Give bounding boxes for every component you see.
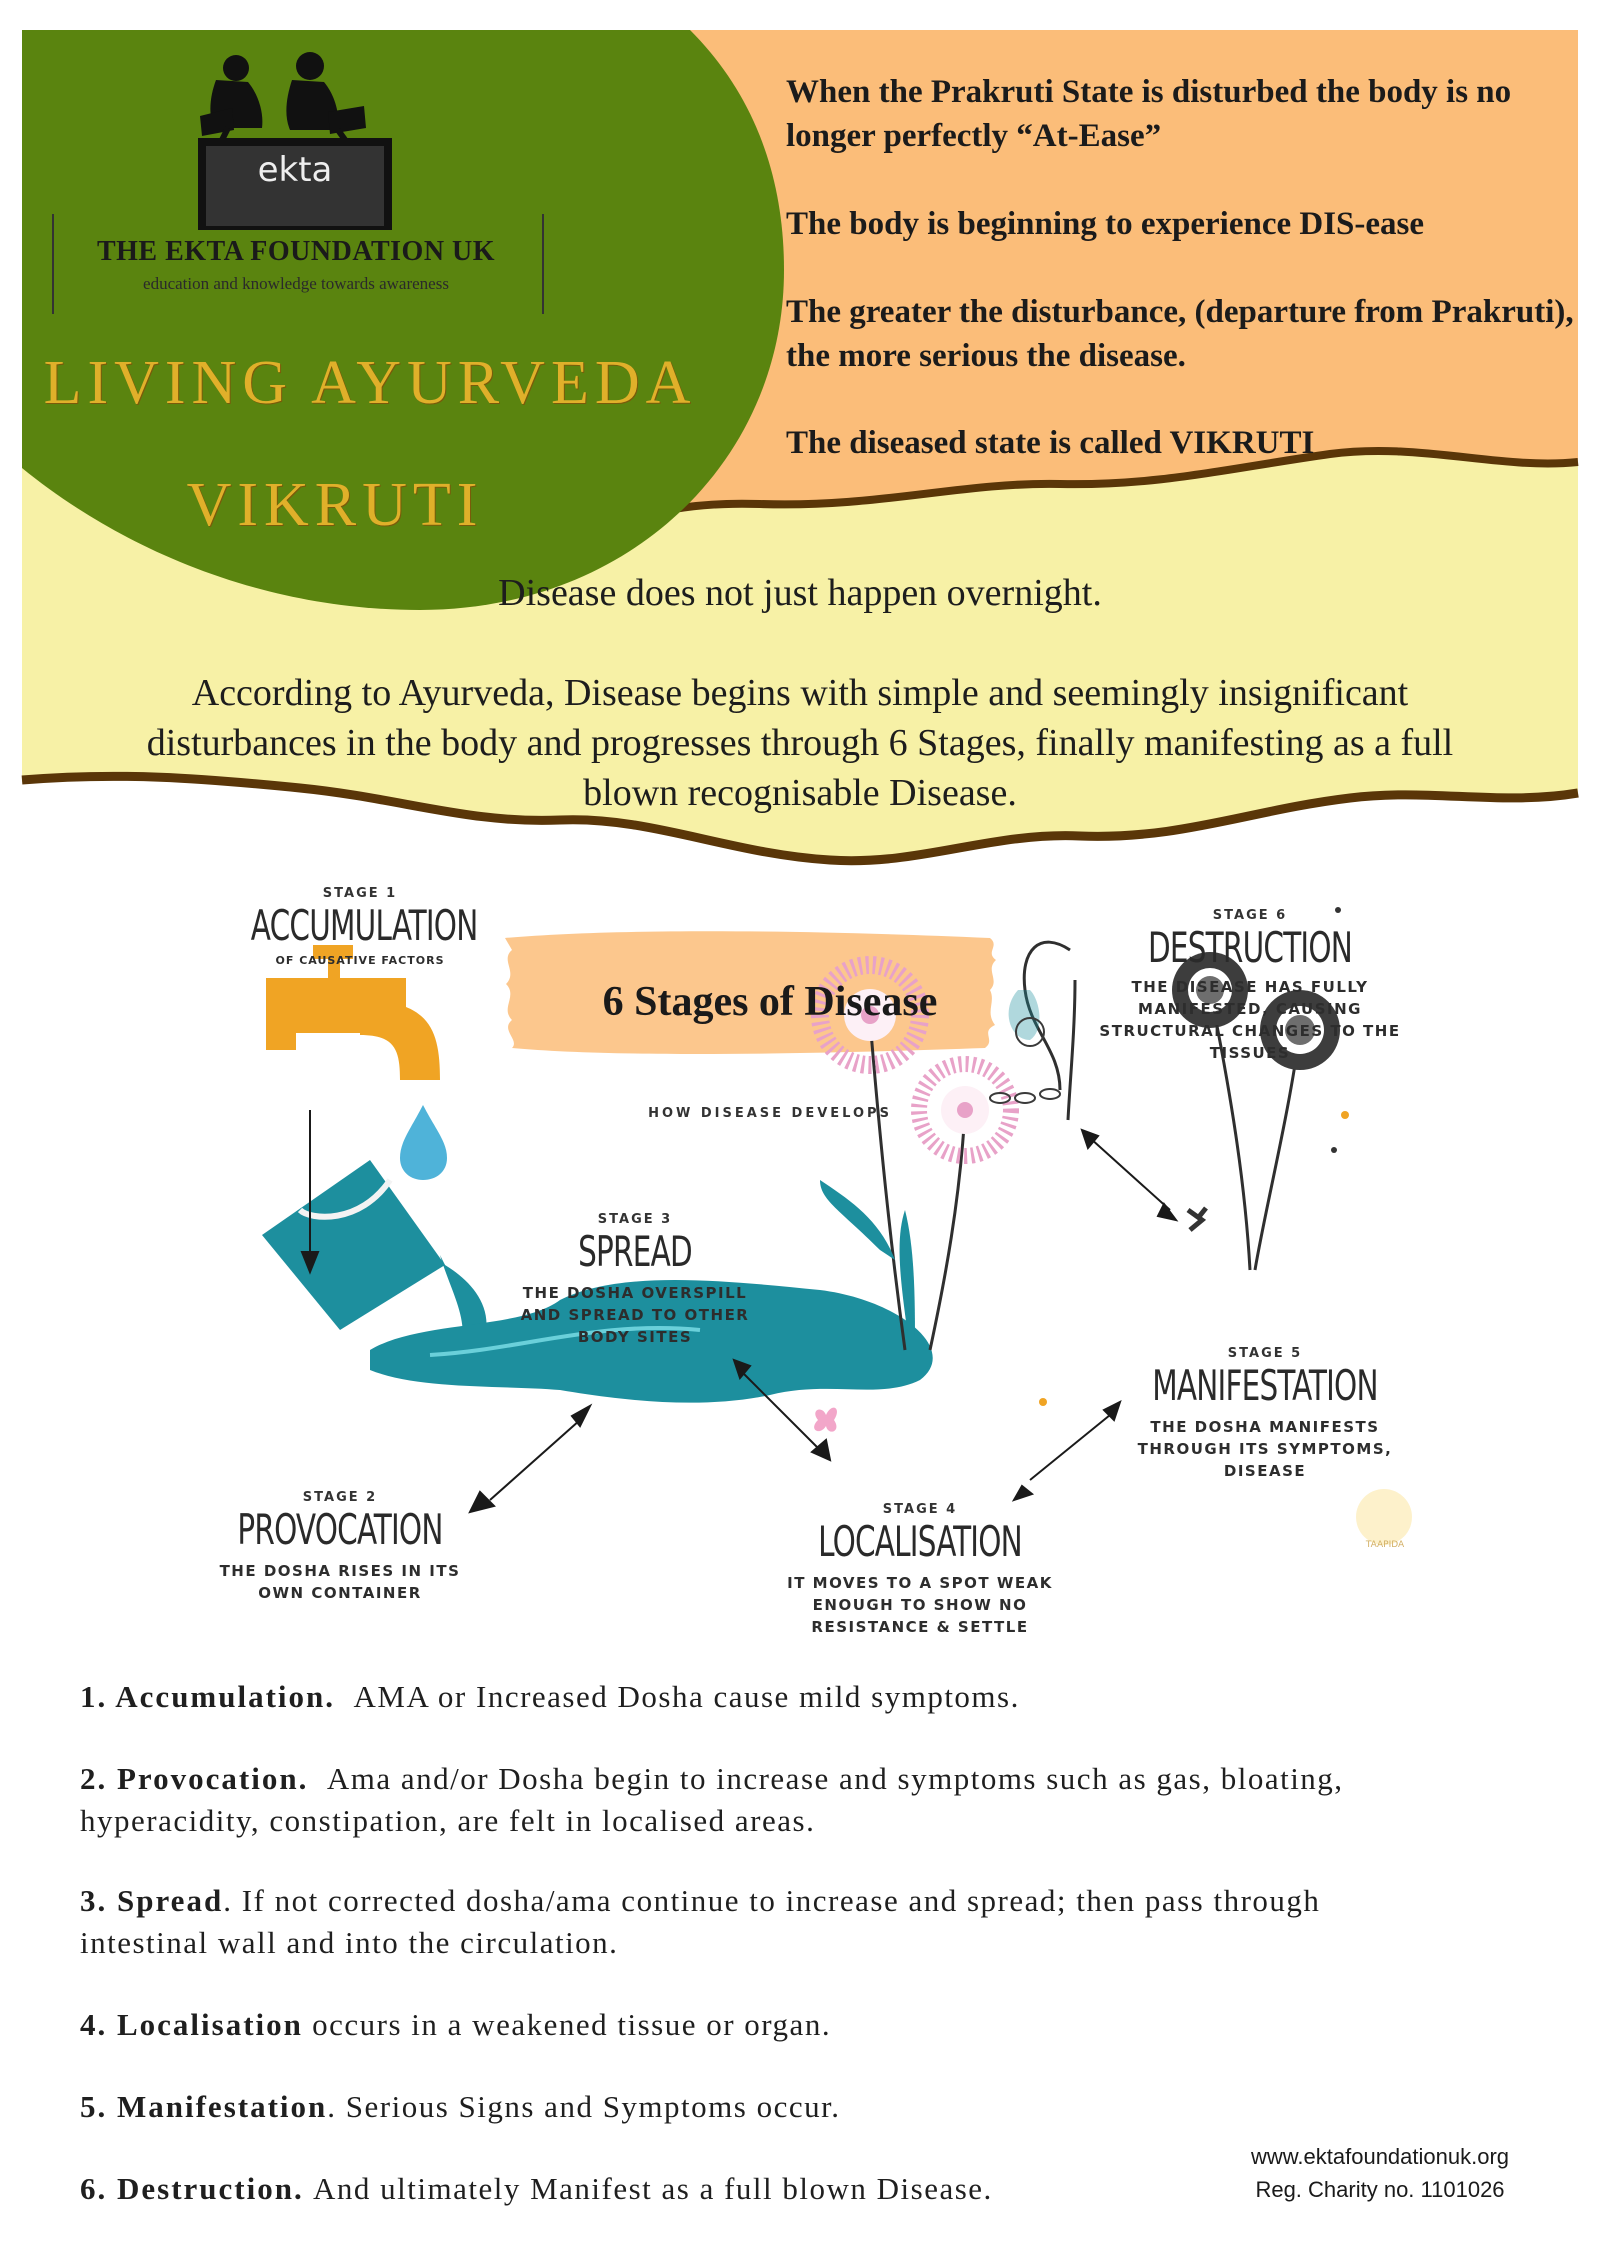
- list-text-4: occurs in a weakened tissue or organ.: [312, 2007, 832, 2042]
- stage-1-block: STAGE 1 ACCUMULATION OF CAUSATIVE FACTOR…: [220, 886, 500, 972]
- list-term-4: 4. Localisation: [80, 2007, 303, 2042]
- list-term-1: 1. Accumulation.: [80, 1679, 336, 1714]
- intro-paragraph: According to Ayurveda, Disease begins wi…: [146, 672, 1454, 814]
- pink-flower-icon: [811, 956, 929, 1074]
- org-block: THE EKTA FOUNDATION UK education and kno…: [76, 236, 516, 294]
- list-text-3: . If not corrected dosha/ama continue to…: [80, 1883, 1321, 1960]
- stage-2-name: PROVOCATION: [237, 1505, 443, 1554]
- stage-4-desc: IT MOVES TO A SPOT WEAK ENOUGH TO SHOW N…: [787, 1574, 1053, 1636]
- list-item-5: 5. Manifestation. Serious Signs and Symp…: [80, 2086, 1380, 2128]
- stage-5-desc: THE DOSHA MANIFESTS THROUGH ITS SYMPTOMS…: [1137, 1418, 1393, 1480]
- list-text-1: AMA or Increased Dosha cause mild sympto…: [353, 1679, 1020, 1714]
- list-item-2: 2. Provocation. Ama and/or Dosha begin t…: [80, 1758, 1380, 1842]
- list-item-1: 1. Accumulation. AMA or Increased Dosha …: [80, 1676, 1380, 1718]
- ekta-logo: ekta: [188, 46, 418, 234]
- right-divider: [542, 214, 544, 314]
- list-term-6: 6. Destruction.: [80, 2171, 304, 2206]
- flow-arrow: [300, 1110, 1179, 1514]
- flower-stem: [1208, 989, 1252, 1271]
- list-text-2: Ama and/or Dosha begin to increase and s…: [80, 1761, 1344, 1838]
- stage-4-label: STAGE 4: [882, 1502, 958, 1517]
- flower-stem: [868, 1019, 907, 1351]
- list-item-4: 4. Localisation occurs in a weakened tis…: [80, 2004, 1380, 2046]
- footer: www.ektafoundationuk.org Reg. Charity no…: [1180, 2140, 1580, 2206]
- list-item-6: 6. Destruction. And ultimately Manifest …: [80, 2168, 1380, 2210]
- charity-number: Reg. Charity no. 1101026: [1255, 2177, 1505, 2202]
- pink-flower-icon: [911, 1056, 1019, 1164]
- stages-diagram: [262, 907, 1412, 1545]
- stage-4-name: LOCALISATION: [818, 1517, 1023, 1566]
- intro-line-3: The greater the disturbance, (departure …: [786, 294, 1574, 374]
- diagram-subtitle: HOW DISEASE DEVELOPS: [648, 1106, 892, 1121]
- bucket-icon: [262, 1160, 487, 1350]
- list-text-5: . Serious Signs and Symptoms occur.: [327, 2089, 841, 2124]
- stage-6-label: STAGE 6: [1212, 908, 1288, 923]
- page-title: LIVING AYURVEDA: [43, 349, 697, 417]
- stage-2-desc: THE DOSHA RISES IN ITS OWN CONTAINER: [219, 1562, 461, 1602]
- butterfly-icon: [1186, 1206, 1208, 1232]
- list-term-5: 5. Manifestation: [80, 2089, 328, 2124]
- watermark-icon: [1356, 1489, 1412, 1545]
- stage-5-name: MANIFESTATION: [1152, 1361, 1378, 1410]
- stage-1-desc: OF CAUSATIVE FACTORS: [275, 954, 445, 967]
- brown-wave-bottom: [21, 771, 1579, 866]
- stage-2-block: STAGE 2 PROVOCATION THE DOSHA RISES IN I…: [200, 1490, 480, 1604]
- stage-6-name: DESTRUCTION: [1147, 923, 1353, 972]
- flower-stem: [928, 1109, 967, 1351]
- stage-2-label: STAGE 2: [302, 1490, 378, 1505]
- stage-3-block: STAGE 3 SPREAD THE DOSHA OVERSPILL AND S…: [500, 1212, 770, 1348]
- intro-line-1: When the Prakruti State is disturbed the…: [786, 74, 1512, 154]
- stage-6-block: STAGE 6 DESTRUCTION THE DISEASE HAS FULL…: [1090, 908, 1410, 1064]
- peach-area: [630, 30, 1578, 520]
- diagram-title: 6 Stages of Disease: [602, 979, 938, 1025]
- page-subtitle: VIKRUTI: [186, 471, 484, 539]
- website-link[interactable]: www.ektafoundationuk.org: [1250, 2144, 1510, 2169]
- puddle-icon: [370, 1280, 933, 1403]
- left-divider: [52, 214, 54, 314]
- stage-1-label: STAGE 1: [322, 886, 398, 901]
- logo-text: ekta: [257, 150, 333, 190]
- brown-wave-top: [626, 446, 1579, 524]
- butterfly-icon: [814, 1407, 837, 1432]
- intro-line-2: The body is beginning to experience DIS-…: [786, 206, 1425, 242]
- stage-3-name: SPREAD: [578, 1227, 693, 1276]
- list-term-3: 3. Spread: [80, 1883, 224, 1918]
- list-term-2: 2. Provocation.: [80, 1761, 309, 1796]
- watermark-text: TAAPIDA: [1365, 1540, 1405, 1550]
- intro-line-4: The diseased state is called VIKRUTI: [786, 425, 1315, 461]
- org-name: THE EKTA FOUNDATION UK: [96, 236, 496, 267]
- overnight-statement: Disease does not just happen overnight.: [498, 572, 1102, 614]
- faucet-icon: [266, 945, 440, 1080]
- children-reading-icon: [198, 52, 392, 234]
- stage-6-desc: THE DISEASE HAS FULLY MANIFESTED, CAUSIN…: [1099, 978, 1401, 1062]
- gray-flower-icon: [1172, 952, 1248, 1028]
- list-text-6: And ultimately Manifest as a full blown …: [312, 2171, 993, 2206]
- org-tagline: education and knowledge towards awarenes…: [143, 274, 449, 293]
- stage-3-desc: THE DOSHA OVERSPILL AND SPREAD TO OTHER …: [520, 1284, 750, 1346]
- gray-flower-icon: [1260, 990, 1340, 1070]
- stage-4-block: STAGE 4 LOCALISATION IT MOVES TO A SPOT …: [780, 1502, 1060, 1638]
- water-drop-icon: [400, 1105, 447, 1180]
- stage-5-label: STAGE 5: [1227, 1346, 1303, 1361]
- list-item-3: 3. Spread. If not corrected dosha/ama co…: [80, 1880, 1380, 1964]
- stage-1-name: ACCUMULATION: [250, 901, 478, 950]
- wilting-flower-icon: [1022, 940, 1071, 1091]
- stage-3-label: STAGE 3: [597, 1212, 673, 1227]
- stage-5-block: STAGE 5 MANIFESTATION THE DOSHA MANIFEST…: [1120, 1346, 1410, 1482]
